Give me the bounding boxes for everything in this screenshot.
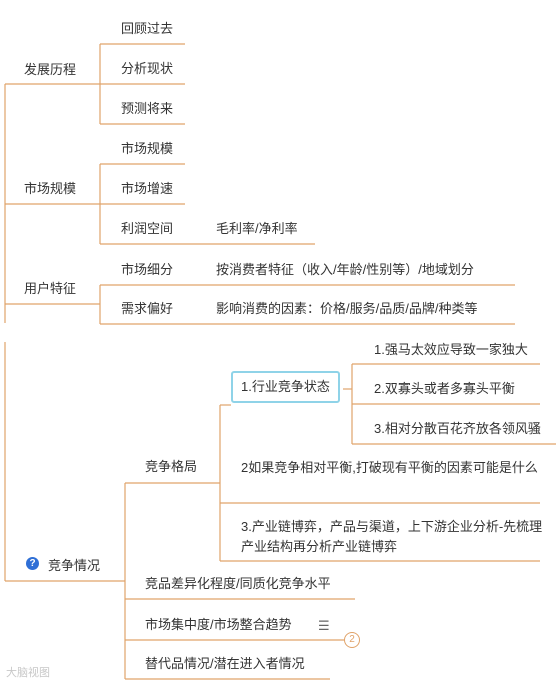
collapsed-count-badge[interactable]: 2 (344, 632, 360, 648)
node-differentiation[interactable]: 竞品差异化程度/同质化竞争水平 (145, 576, 331, 591)
branch-competition[interactable]: 竞争情况 (48, 558, 101, 573)
node-dispersed-market[interactable]: 3.相对分散百花齐放各领风骚 (374, 421, 541, 436)
node-industry-competition-state[interactable]: 1.行业竞争状态 (231, 371, 340, 403)
branch-scale[interactable]: 市场规模 (24, 181, 77, 196)
watermark: 大脑视图 (6, 667, 50, 679)
node-demand-preference[interactable]: 需求偏好 (121, 301, 174, 316)
node-predict-future[interactable]: 预测将来 (121, 101, 174, 116)
node-market-segment[interactable]: 市场细分 (121, 262, 174, 277)
question-icon: ? (26, 557, 39, 570)
node-oligopoly-balance[interactable]: 2.双寡头或者多寡头平衡 (374, 381, 515, 396)
node-analyze-present[interactable]: 分析现状 (121, 61, 174, 76)
node-review-past[interactable]: 回顾过去 (121, 21, 174, 36)
node-matthew-effect[interactable]: 1.强马太效应导致一家独大 (374, 342, 528, 357)
note-icon[interactable]: ☰ (318, 618, 330, 633)
node-preference-detail[interactable]: 影响消费的因素：价格/服务/品质/品牌/种类等 (216, 301, 478, 316)
node-concentration[interactable]: 市场集中度/市场整合趋势 (145, 617, 292, 632)
branch-history[interactable]: 发展历程 (24, 62, 77, 77)
node-segment-detail[interactable]: 按消费者特征（收入/年龄/性别等）/地域划分 (216, 262, 474, 277)
node-market-scale[interactable]: 市场规模 (121, 141, 174, 156)
node-market-growth[interactable]: 市场增速 (121, 181, 174, 196)
node-industry-chain[interactable]: 3.产业链博弈，产品与渠道，上下游企业分析-先梳理产业结构再分析产业链博弈 (241, 519, 543, 554)
node-profit-space[interactable]: 利润空间 (121, 221, 174, 236)
node-competitive-pattern[interactable]: 竞争格局 (145, 459, 198, 474)
node-break-balance[interactable]: 2如果竞争相对平衡,打破现有平衡的因素可能是什么 (241, 460, 538, 475)
branch-user[interactable]: 用户特征 (24, 281, 77, 296)
node-margin[interactable]: 毛利率/净利率 (216, 221, 298, 236)
node-substitutes[interactable]: 替代品情况/潜在进入者情况 (145, 656, 305, 671)
